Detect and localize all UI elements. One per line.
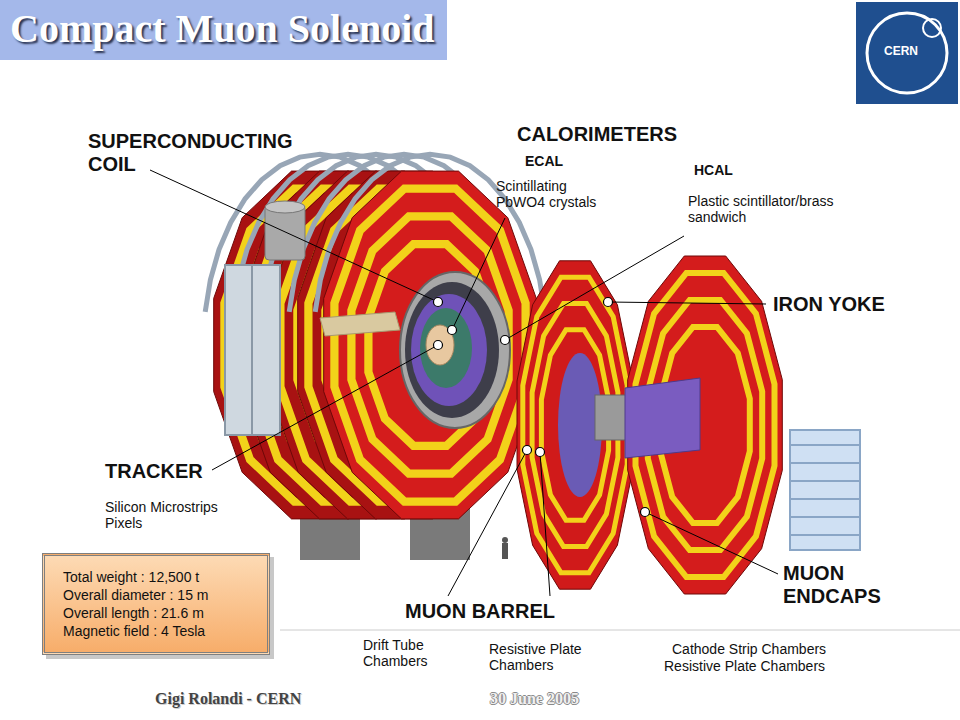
person — [502, 537, 508, 543]
part-label: TRACKER — [105, 460, 203, 483]
spec-line: Overall diameter : 15 m — [63, 586, 249, 604]
part-label: IRON YOKE — [773, 293, 885, 316]
slide-title: Compact Muon Solenoid — [0, 0, 447, 60]
part-description: Resistive Plate Chambers — [664, 658, 825, 674]
footer-author: Gigi Rolandi - CERN — [155, 690, 301, 708]
spec-box: Total weight : 12,500 tOverall diameter … — [42, 553, 270, 655]
cern-logo — [923, 19, 941, 37]
leader-line — [452, 218, 505, 330]
platform — [320, 312, 400, 336]
part-description: Resistive Plate Chambers — [489, 641, 619, 673]
leader-line — [645, 512, 778, 574]
hcal — [405, 282, 499, 418]
logo-text: CERN — [884, 45, 918, 59]
leader-line — [608, 302, 766, 304]
leader-dot — [604, 298, 613, 307]
endcap-nose — [625, 378, 700, 458]
barrel-wheel-stripe — [334, 189, 525, 502]
part-label: CALORIMETERS — [517, 123, 677, 146]
floor-line — [280, 630, 960, 631]
spec-line: Magnetic field : 4 Tesla — [63, 622, 249, 640]
spec-line: Overall length : 21.6 m — [63, 604, 249, 622]
leader-line — [150, 170, 438, 302]
leader-dot — [641, 508, 650, 517]
coil-cryostat — [400, 272, 510, 428]
cern-logo — [867, 13, 947, 93]
barrel-wheel-stripe — [351, 216, 508, 473]
stair-step — [790, 462, 860, 464]
part-description: Drift Tube Chambers — [363, 637, 458, 669]
leader-dot — [536, 448, 545, 457]
leader-dot — [448, 326, 457, 335]
part-label: ECAL — [525, 153, 563, 169]
leader-line — [448, 450, 527, 596]
ecal — [420, 308, 472, 388]
part-label: HCAL — [694, 162, 733, 178]
stair-step — [790, 498, 860, 500]
cern-logo — [856, 2, 958, 104]
stair-step — [790, 534, 860, 536]
part-description: Scintillating PbWO4 crystals — [496, 178, 611, 210]
spec-line: Total weight : 12,500 t — [63, 568, 249, 586]
leader-dot — [434, 298, 443, 307]
leader-line — [505, 236, 684, 340]
barrel-wheel — [324, 171, 537, 519]
part-description: Plastic scintillator/brass sandwich — [688, 193, 888, 225]
footer-date: 30 June 2005 — [490, 690, 579, 708]
part-label: MUON ENDCAPS — [783, 562, 913, 608]
leader-line — [212, 345, 438, 470]
leader-dot — [434, 341, 443, 350]
leader-line — [540, 452, 550, 596]
stair-frame — [790, 430, 860, 550]
hcal — [411, 294, 487, 406]
leader-dot — [501, 336, 510, 345]
stair-step — [790, 480, 860, 482]
barrel-wheel — [517, 261, 633, 589]
part-label: MUON BARREL — [405, 600, 555, 623]
part-label: SUPERCONDUCTING COIL — [88, 130, 318, 176]
part-description: Silicon Microstrips Pixels — [105, 499, 245, 531]
rack — [251, 265, 253, 435]
rack — [225, 265, 280, 435]
stair-step — [790, 444, 860, 446]
leader-dot — [523, 446, 532, 455]
tank — [265, 201, 305, 213]
stair-step — [790, 516, 860, 518]
person — [502, 543, 508, 559]
part-description: Cathode Strip Chambers — [672, 641, 826, 657]
